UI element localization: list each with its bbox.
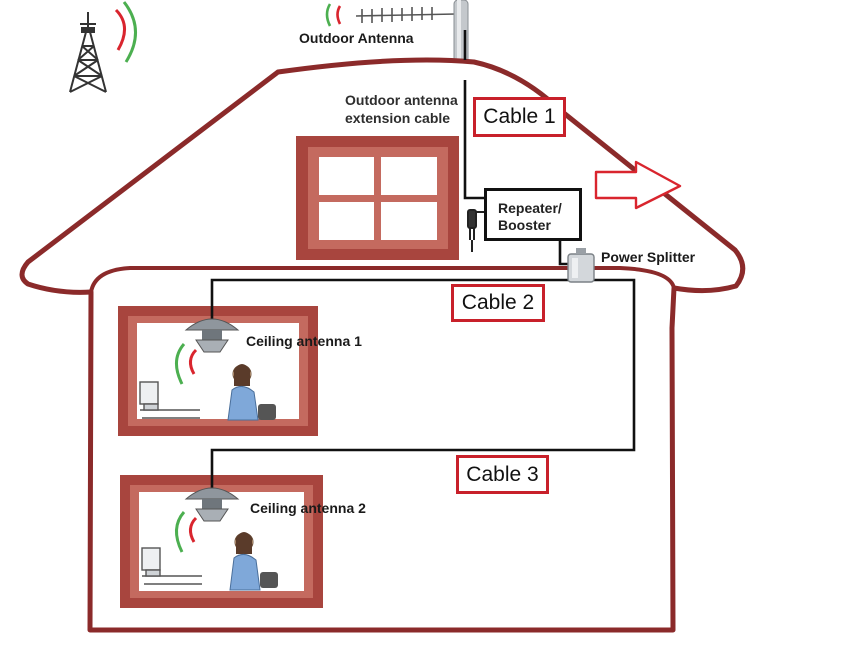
ceiling-dome-antenna-icon (184, 318, 240, 353)
person-on-phone-icon (229, 532, 278, 591)
cable-3-tag: Cable 3 (456, 455, 549, 494)
cable-1-tag: Cable 1 (473, 97, 566, 137)
signal-arrow-icon (594, 160, 682, 210)
ceiling-antenna-2-label: Ceiling antenna 2 (250, 500, 366, 516)
tower-signal-waves-icon (114, 1, 137, 63)
cable-2-tag: Cable 2 (451, 284, 545, 322)
extension-cable-label-line2: extension cable (345, 110, 451, 126)
ceiling-2-signal-waves-icon (175, 511, 198, 553)
repeater-booster-box: Repeater/ Booster (484, 188, 582, 241)
ceiling-1-signal-waves-icon (175, 343, 198, 385)
splitter-branch-line (210, 278, 636, 488)
house-floor-line (89, 266, 676, 293)
ceiling-antenna-1-label: Ceiling antenna 1 (246, 333, 362, 349)
power-splitter-label: Power Splitter (601, 249, 696, 265)
power-splitter-device (567, 248, 595, 283)
cable-2-line (210, 278, 578, 320)
booster-label-line2: Booster (498, 217, 551, 233)
outdoor-antenna-label: Outdoor Antenna (299, 30, 414, 46)
booster-label-line1: Repeater/ (498, 200, 562, 216)
person-on-phone-icon (227, 364, 276, 421)
extension-cable-label-line1: Outdoor antenna (345, 92, 458, 108)
yagi-antenna-icon (355, 7, 457, 23)
computer-desk-icon (141, 547, 202, 585)
cell-tower-icon (69, 12, 107, 93)
power-plug-icon (467, 209, 484, 252)
extension-cable-label: Outdoor antenna extension cable (345, 91, 458, 127)
cable-1-line (463, 30, 484, 200)
attic-window (296, 136, 459, 260)
computer-desk-icon (139, 381, 200, 419)
yagi-signal-waves-icon (325, 3, 342, 27)
ceiling-dome-antenna-icon (184, 487, 240, 522)
cable-lines (210, 30, 636, 488)
